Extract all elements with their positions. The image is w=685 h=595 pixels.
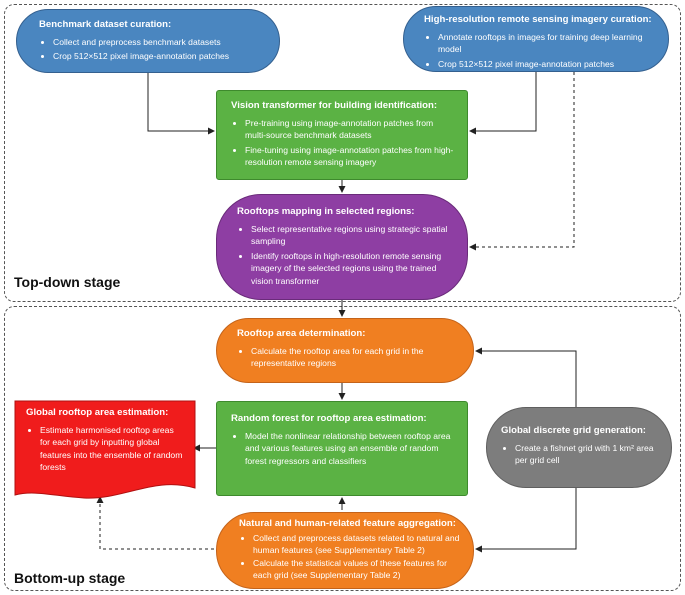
arrow-grid-to-area — [475, 347, 577, 407]
feature-aggregation-node: Natural and human-related feature aggreg… — [216, 512, 474, 589]
feature-aggregation-item: Collect and preprocess datasets related … — [253, 533, 461, 556]
global-estimation-title: Global rooftop area estimation: — [26, 407, 169, 418]
highres-curation-item: Crop 512×512 pixel image-annotation patc… — [438, 58, 656, 70]
rooftops-mapping-item: Select representative regions using stra… — [251, 223, 455, 248]
rooftops-mapping-title: Rooftops mapping in selected regions: — [237, 206, 415, 217]
arrow-grid-to-features — [475, 488, 577, 553]
global-estimation-item: Estimate harmonised rooftop areas for ea… — [40, 424, 184, 474]
vision-transformer-node: Vision transformer for building identifi… — [216, 90, 468, 180]
random-forest-node: Random forest for rooftop area estimatio… — [216, 401, 468, 496]
highres-curation-node: High-resolution remote sensing imagery c… — [403, 6, 669, 72]
global-estimation-node: Global rooftop area estimation: Estimate… — [14, 400, 196, 500]
vision-transformer-title: Vision transformer for building identifi… — [231, 100, 438, 111]
vision-transformer-item: Pre-training using image-annotation patc… — [245, 117, 455, 142]
bottom-up-stage-label: Bottom-up stage — [14, 570, 126, 586]
grid-generation-title: Global discrete grid generation: — [501, 425, 646, 436]
vision-transformer-item: Fine-tuning using image-annotation patch… — [245, 144, 455, 169]
feature-aggregation-item: Calculate the statistical values of thes… — [253, 558, 461, 581]
rooftops-mapping-node: Rooftops mapping in selected regions: Se… — [216, 194, 468, 300]
arrow-benchmark-to-vit — [147, 73, 215, 135]
grid-generation-item: Create a fishnet grid with 1 km² area pe… — [515, 442, 659, 467]
benchmark-curation-item: Crop 512×512 pixel image-annotation patc… — [53, 50, 267, 62]
arrow-highres-to-mapping — [469, 72, 575, 251]
rooftop-area-title: Rooftop area determination: — [237, 328, 366, 339]
benchmark-curation-title: Benchmark dataset curation: — [39, 19, 172, 30]
highres-curation-title: High-resolution remote sensing imagery c… — [424, 14, 652, 25]
random-forest-item: Model the nonlinear relationship between… — [245, 430, 455, 467]
highres-curation-item: Annotate rooftops in images for training… — [438, 31, 656, 56]
benchmark-curation-node: Benchmark dataset curation: Collect and … — [16, 9, 280, 73]
benchmark-curation-item: Collect and preprocess benchmark dataset… — [53, 36, 267, 48]
top-down-stage-label: Top-down stage — [14, 274, 121, 290]
rooftops-mapping-item: Identify rooftops in high-resolution rem… — [251, 250, 455, 287]
rooftop-area-item: Calculate the rooftop area for each grid… — [251, 345, 461, 370]
arrow-features-to-global — [96, 496, 214, 550]
global-estimation-shape — [14, 400, 196, 499]
rooftop-area-node: Rooftop area determination: Calculate th… — [216, 318, 474, 383]
arrow-highres-to-vit — [469, 72, 537, 135]
feature-aggregation-title: Natural and human-related feature aggreg… — [239, 518, 456, 529]
grid-generation-node: Global discrete grid generation: Create … — [486, 407, 672, 488]
random-forest-title: Random forest for rooftop area estimatio… — [231, 413, 427, 424]
